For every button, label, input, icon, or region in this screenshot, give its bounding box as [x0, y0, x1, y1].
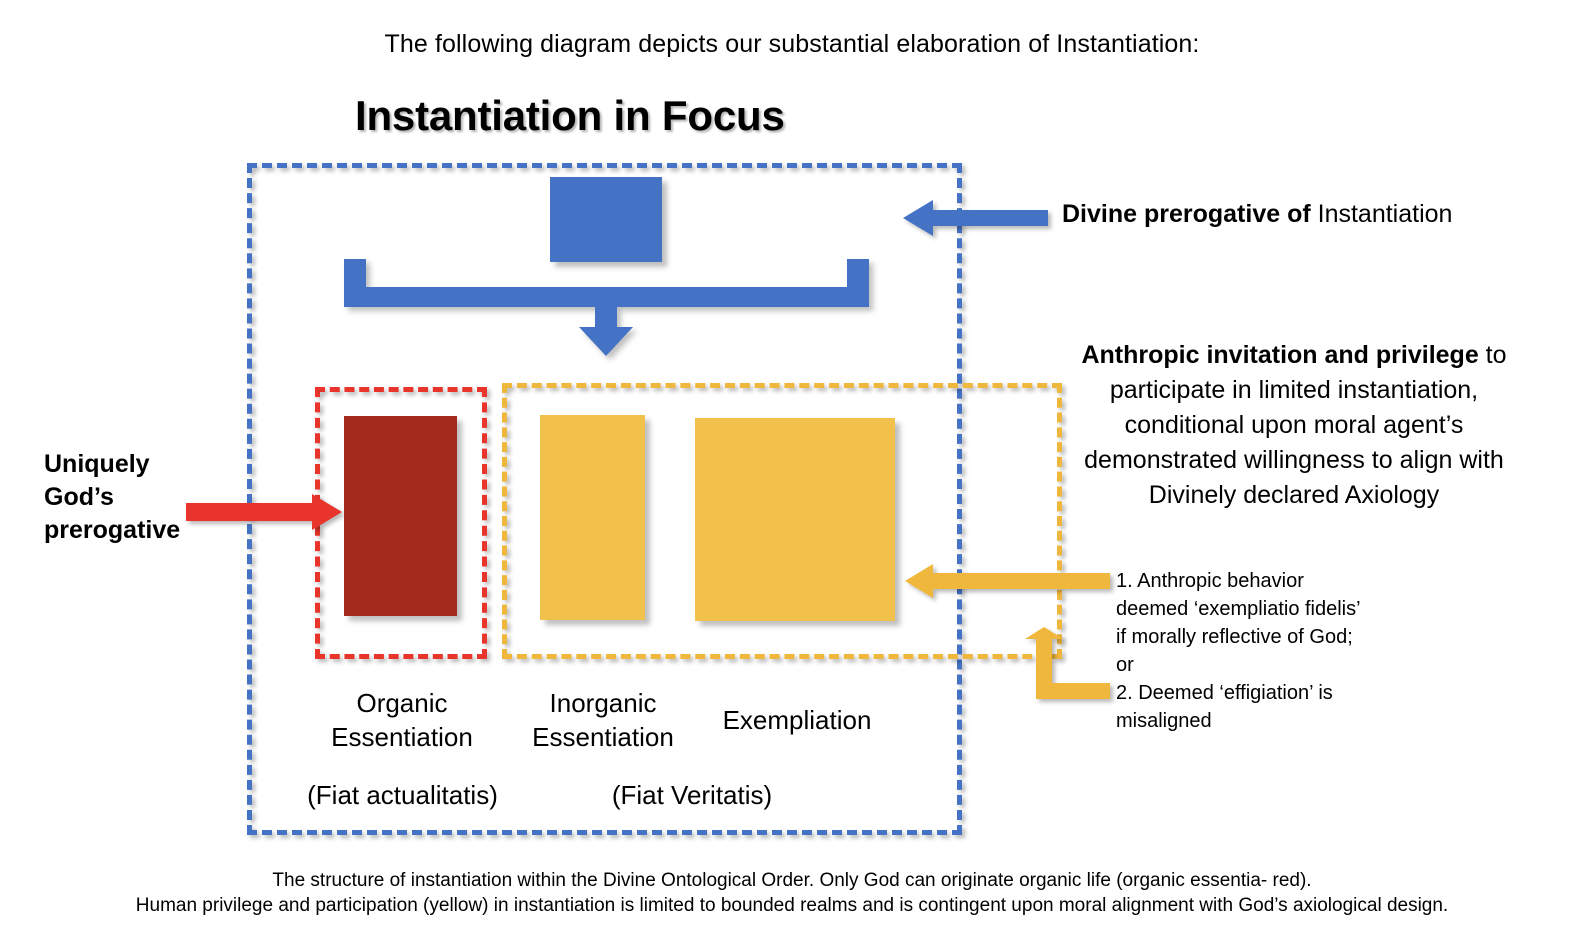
caption-line-1: The structure of instantiation within th… — [272, 870, 1312, 891]
divine-instantiation-block — [550, 177, 662, 262]
outer-divine-frame — [247, 163, 962, 835]
page-title: Instantiation in Focus — [355, 92, 785, 139]
divine-prerogative-rest: Instantiation — [1310, 200, 1453, 228]
conditions-list: 1. Anthropic behavior deemed ‘exempliati… — [1116, 567, 1416, 735]
anthropic-bold: Anthropic invitation and privilege — [1081, 341, 1479, 369]
organic-essentiation-caption: Organic Essentiation — [303, 686, 501, 754]
condition-line: misaligned — [1116, 710, 1212, 732]
divine-bracket-connector — [344, 259, 869, 356]
condition-line: 1. Anthropic behavior — [1116, 570, 1304, 592]
caption-line: Essentiation — [532, 722, 674, 752]
caption-line-2: Human privilege and participation (yello… — [135, 895, 1449, 916]
arrow-right-icon-organic — [186, 492, 342, 532]
uniquely-gods-prerogative-label: Uniquely God’s prerogative — [44, 450, 181, 544]
condition-line: if morally reflective of God; — [1116, 626, 1353, 648]
anthropic-participation-frame — [502, 383, 1062, 659]
arrow-elbow-up-icon-condition-two — [1000, 627, 1110, 699]
caption-line: Organic — [356, 688, 448, 718]
anthropic-last-line: Divinely declared Axiology — [1148, 481, 1440, 509]
condition-line: or — [1116, 654, 1134, 676]
condition-line: 2. Deemed ‘effigiation’ is — [1116, 682, 1333, 704]
arrow-left-icon-condition-one — [905, 563, 1110, 599]
divine-prerogative-bold: Divine prerogative of — [1062, 200, 1311, 228]
caption-line: Inorganic — [549, 688, 657, 718]
caption-line: Essentiation — [331, 722, 473, 752]
fiat-veritatis-caption: (Fiat Veritatis) — [611, 780, 773, 810]
organic-essentiation-block — [344, 416, 457, 616]
arrow-left-icon-divine — [903, 198, 1048, 238]
exemplation-caption: Exempliation — [722, 705, 872, 735]
divine-prerogative-label: Divine prerogative of Instantiation — [1062, 198, 1532, 230]
condition-line: deemed ‘exempliatio fidelis’ — [1116, 598, 1361, 620]
fiat-actualitatis-caption: (Fiat actualitatis) — [307, 780, 498, 810]
anthropic-invitation-label: Anthropic invitation and privilege to pa… — [1060, 338, 1528, 513]
inorganic-essentiation-block — [540, 415, 645, 620]
intro-sentence: The following diagram depicts our substa… — [384, 30, 1200, 58]
inorganic-essentiation-caption: Inorganic Essentiation — [508, 686, 698, 754]
figure-caption: The structure of instantiation within th… — [0, 868, 1584, 918]
exemplation-block — [695, 418, 895, 621]
anthropic-rest: to participate in limited instantiation,… — [1084, 341, 1507, 474]
